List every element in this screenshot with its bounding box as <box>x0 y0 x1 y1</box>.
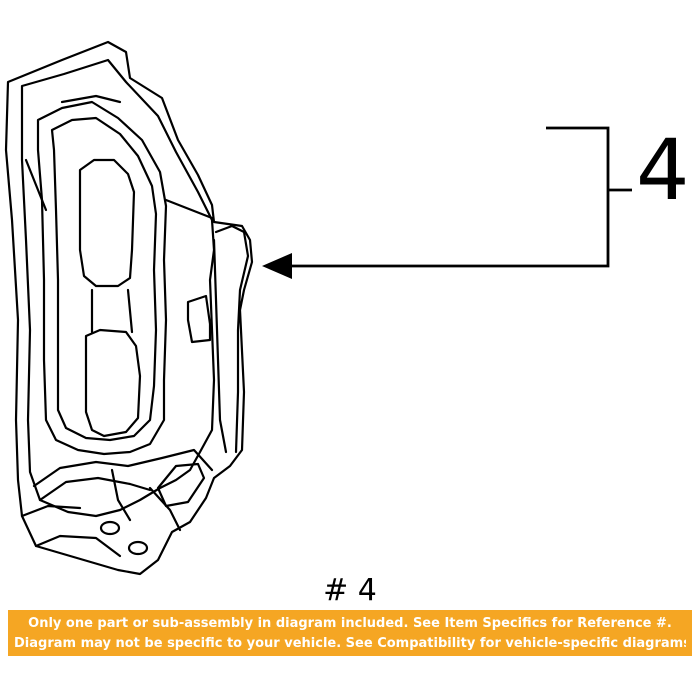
reference-caption: # 4 <box>323 573 377 608</box>
tab <box>186 294 212 344</box>
disclaimer-line-1: Only one part or sub-assembly in diagram… <box>28 616 672 631</box>
mount-hole-2 <box>127 540 149 556</box>
bracket-outline <box>4 40 254 576</box>
bottom-slot <box>156 462 206 508</box>
frame-loop-inner <box>50 116 158 442</box>
disclaimer-banner: Only one part or sub-assembly in diagram… <box>8 610 692 656</box>
disclaimer-line-2: Diagram may not be specific to your vehi… <box>14 636 686 651</box>
callout-number: 4 <box>636 121 690 219</box>
callout-leader <box>290 126 632 268</box>
part-drawing <box>4 40 632 576</box>
bracket-inner-outline <box>20 58 216 518</box>
bottom-flange <box>32 448 214 488</box>
lower-window <box>84 328 142 438</box>
upper-window <box>78 158 136 288</box>
mounting-plate <box>214 224 250 454</box>
callout-arrowhead <box>262 253 292 279</box>
frame-loop <box>36 100 168 456</box>
mount-hole-1 <box>99 520 121 536</box>
